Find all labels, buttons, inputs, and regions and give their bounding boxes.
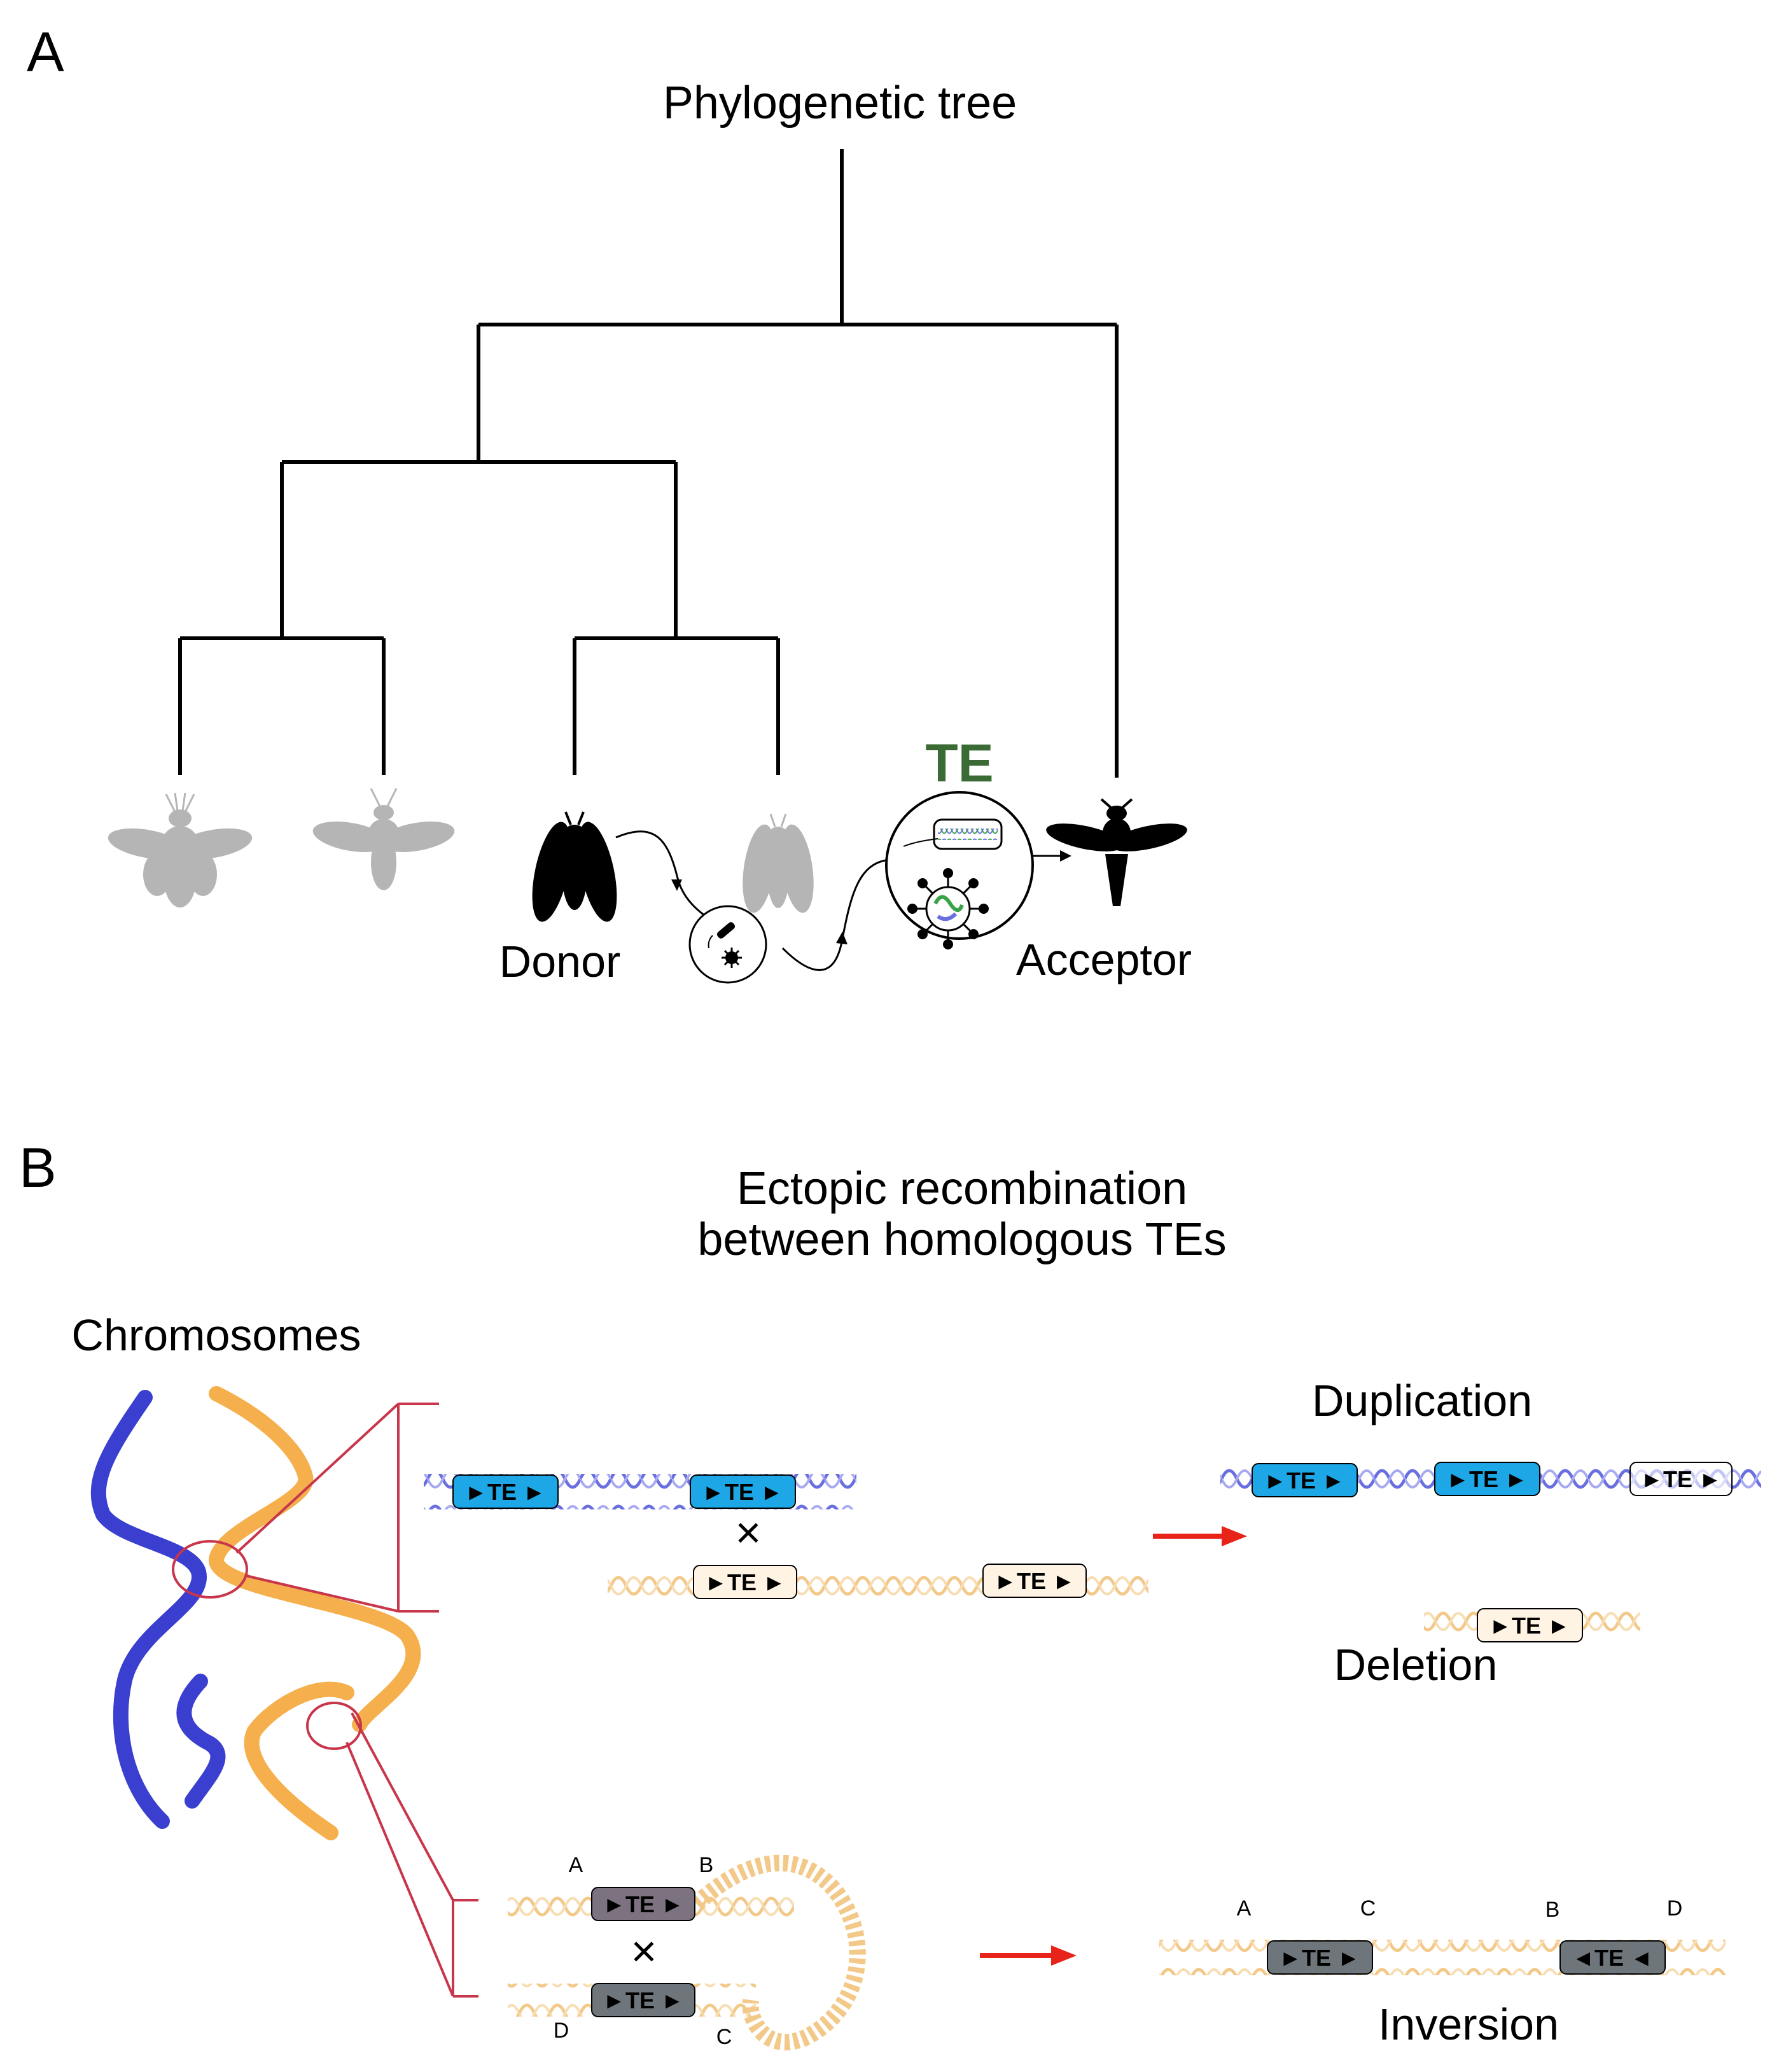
svg-text:►TE ►: ►TE ► — [1264, 1467, 1344, 1494]
acceptor-label: Acceptor — [1016, 935, 1192, 984]
point-c-label: C — [716, 2025, 732, 2049]
svg-text:►TE ►: ►TE ► — [702, 1479, 783, 1505]
gray-fly-1-icon — [108, 792, 253, 907]
inv-point-d-label: D — [1667, 1896, 1683, 1921]
point-b-label: B — [699, 1853, 714, 1877]
te-element-dup-1: ►TE ► — [1252, 1463, 1358, 1497]
svg-text:►TE ►: ►TE ► — [603, 1987, 683, 2013]
te-element-loop-top: ►TE ► — [591, 1887, 695, 1921]
te-element-inversion-forward: ►TE ► — [1267, 1940, 1373, 1975]
svg-text:◄TE ◄: ◄TE ◄ — [1572, 1945, 1652, 1971]
point-d-label: D — [554, 2019, 569, 2043]
horizontal-transfer-path — [615, 830, 1071, 971]
duplication-label: Duplication — [1312, 1376, 1532, 1425]
te-green-label: TE — [925, 733, 993, 793]
te-element-dup-3: ►TE ► — [1629, 1462, 1733, 1496]
te-element-inversion-reverse: ◄TE ◄ — [1559, 1940, 1666, 1975]
chromosomes-drawing — [90, 1386, 421, 1840]
lower-result-arrow — [980, 1945, 1077, 1966]
lower-cross-symbol: × — [631, 1926, 657, 1976]
te-element-blue-1: ►TE ► — [452, 1474, 559, 1509]
point-a-label: A — [569, 1853, 583, 1877]
te-element-deletion: ►TE ► — [1477, 1608, 1583, 1642]
phylogenetic-tree — [178, 149, 1119, 778]
donor-label: Donor — [499, 937, 621, 986]
svg-text:►TE ►: ►TE ► — [603, 1891, 683, 1917]
te-element-orange-2: ►TE ► — [982, 1564, 1087, 1598]
panel-b-letter: B — [19, 1136, 57, 1199]
svg-text:►TE ►: ►TE ► — [994, 1568, 1075, 1594]
chromosomes-label: Chromosomes — [71, 1310, 361, 1360]
svg-text:►TE ►: ►TE ► — [1279, 1945, 1360, 1971]
virus-vector-circle-icon — [885, 791, 1034, 949]
callout-lines — [235, 1403, 478, 1998]
lower-crossover-circle — [306, 1702, 362, 1750]
gray-fly-2-icon — [312, 788, 455, 890]
te-element-loop-bottom: ►TE ► — [591, 1983, 695, 2017]
svg-text:►TE ►: ►TE ► — [1640, 1466, 1721, 1492]
donor-insect-icon — [532, 811, 617, 922]
inv-point-b-label: B — [1545, 1898, 1560, 1922]
te-element-blue-2: ►TE ► — [690, 1474, 796, 1509]
upper-result-arrow — [1153, 1526, 1247, 1546]
upper-crossover-circle — [172, 1540, 248, 1599]
panel-a-letter: A — [27, 20, 64, 83]
svg-text:►TE ►: ►TE ► — [464, 1479, 545, 1505]
te-element-dup-2: ►TE ► — [1434, 1462, 1540, 1496]
ectopic-title-line2: between homologous TEs — [697, 1214, 1226, 1265]
te-element-orange-1: ►TE ► — [693, 1565, 797, 1599]
ectopic-title-line1: Ectopic recombination — [737, 1163, 1187, 1214]
svg-text:►TE ►: ►TE ► — [1446, 1466, 1527, 1492]
deletion-label: Deletion — [1334, 1640, 1498, 1690]
inversion-label: Inversion — [1378, 1999, 1559, 2049]
vector-small-circle-icon — [688, 905, 767, 984]
acceptor-insect-icon — [1046, 798, 1187, 906]
inv-point-a-label: A — [1237, 1896, 1252, 1921]
svg-text:►TE ►: ►TE ► — [1489, 1613, 1570, 1639]
upper-cross-symbol: × — [736, 1508, 762, 1557]
phylogenetic-tree-title: Phylogenetic tree — [663, 78, 1017, 129]
inv-point-c-label: C — [1360, 1896, 1376, 1921]
gray-fly-3-icon — [743, 813, 814, 913]
svg-text:►TE ►: ►TE ► — [704, 1569, 785, 1595]
